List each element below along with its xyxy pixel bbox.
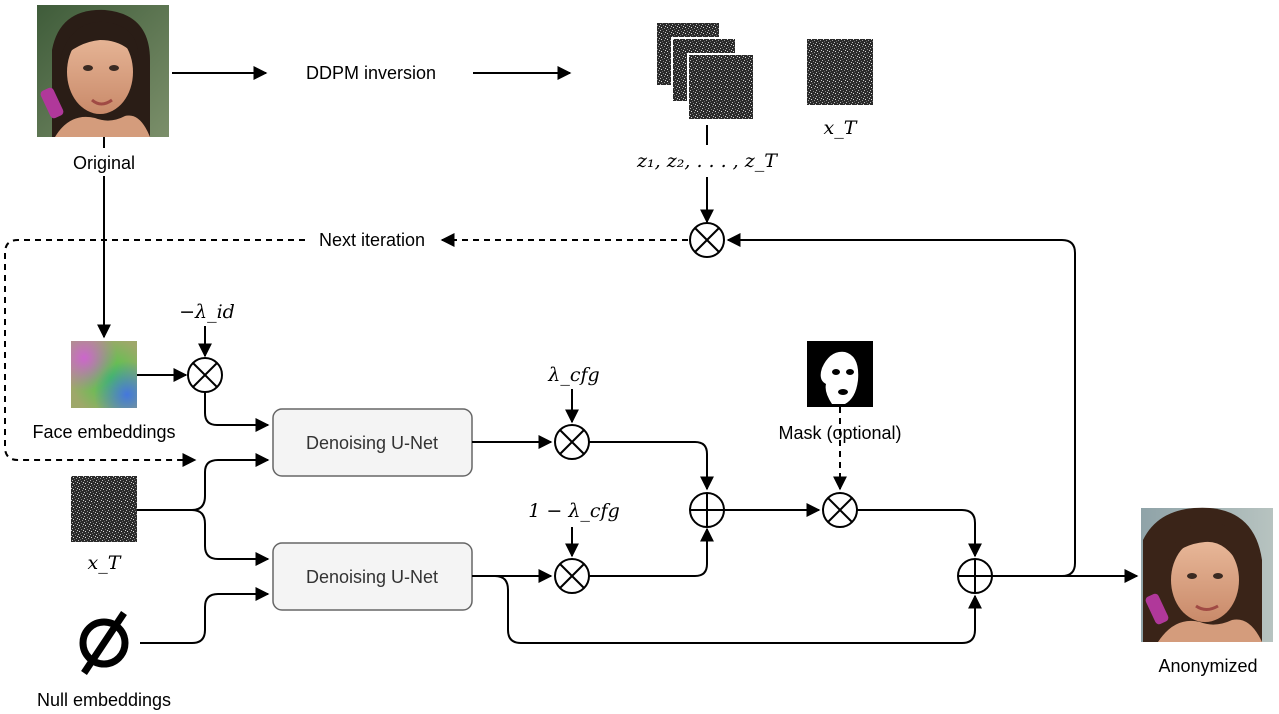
add-op-cfg-sum	[689, 492, 725, 528]
next-iteration-label: Next iteration	[319, 230, 425, 250]
null-set-icon	[79, 611, 129, 675]
face-embeddings-label: Face embeddings	[32, 422, 175, 442]
noise-image-xT-top	[807, 39, 873, 105]
unet-bottom-label: Denoising U-Net	[306, 567, 438, 587]
original-face-image	[37, 5, 169, 138]
ddpm-inversion-label: DDPM inversion	[306, 63, 436, 83]
neg-lambda-id-label: −λ_id	[179, 301, 235, 323]
mask-optional-label: Mask (optional)	[778, 423, 901, 443]
anonymized-label: Anonymized	[1158, 656, 1257, 676]
multiply-op-mask	[822, 492, 858, 528]
z-sequence-label: z₁, z₂, . . . , z_T	[636, 150, 778, 172]
unet-top-label: Denoising U-Net	[306, 433, 438, 453]
multiply-op-feedback	[689, 222, 725, 258]
anonymized-face-image	[1141, 507, 1273, 642]
multiply-op-lambda-cfg	[554, 424, 590, 460]
one-minus-lambda-cfg-label: 1 − λ_cfg	[528, 500, 619, 522]
add-op-final	[957, 558, 993, 594]
noise-image-xT-left	[71, 476, 137, 542]
multiply-op-lambda-id	[187, 357, 223, 393]
null-embeddings-label: Null embeddings	[37, 690, 171, 710]
connections	[4, 66, 1139, 644]
mask-image	[807, 341, 873, 407]
noise-stack-z	[655, 21, 755, 121]
multiply-op-one-minus-lambda-cfg	[554, 558, 590, 594]
xT-left-label: x_T	[88, 552, 122, 574]
xT-top-label: x_T	[824, 117, 858, 139]
original-label: Original	[73, 153, 135, 173]
face-embeddings-image	[71, 341, 137, 408]
lambda-cfg-label: λ_cfg	[547, 364, 599, 386]
